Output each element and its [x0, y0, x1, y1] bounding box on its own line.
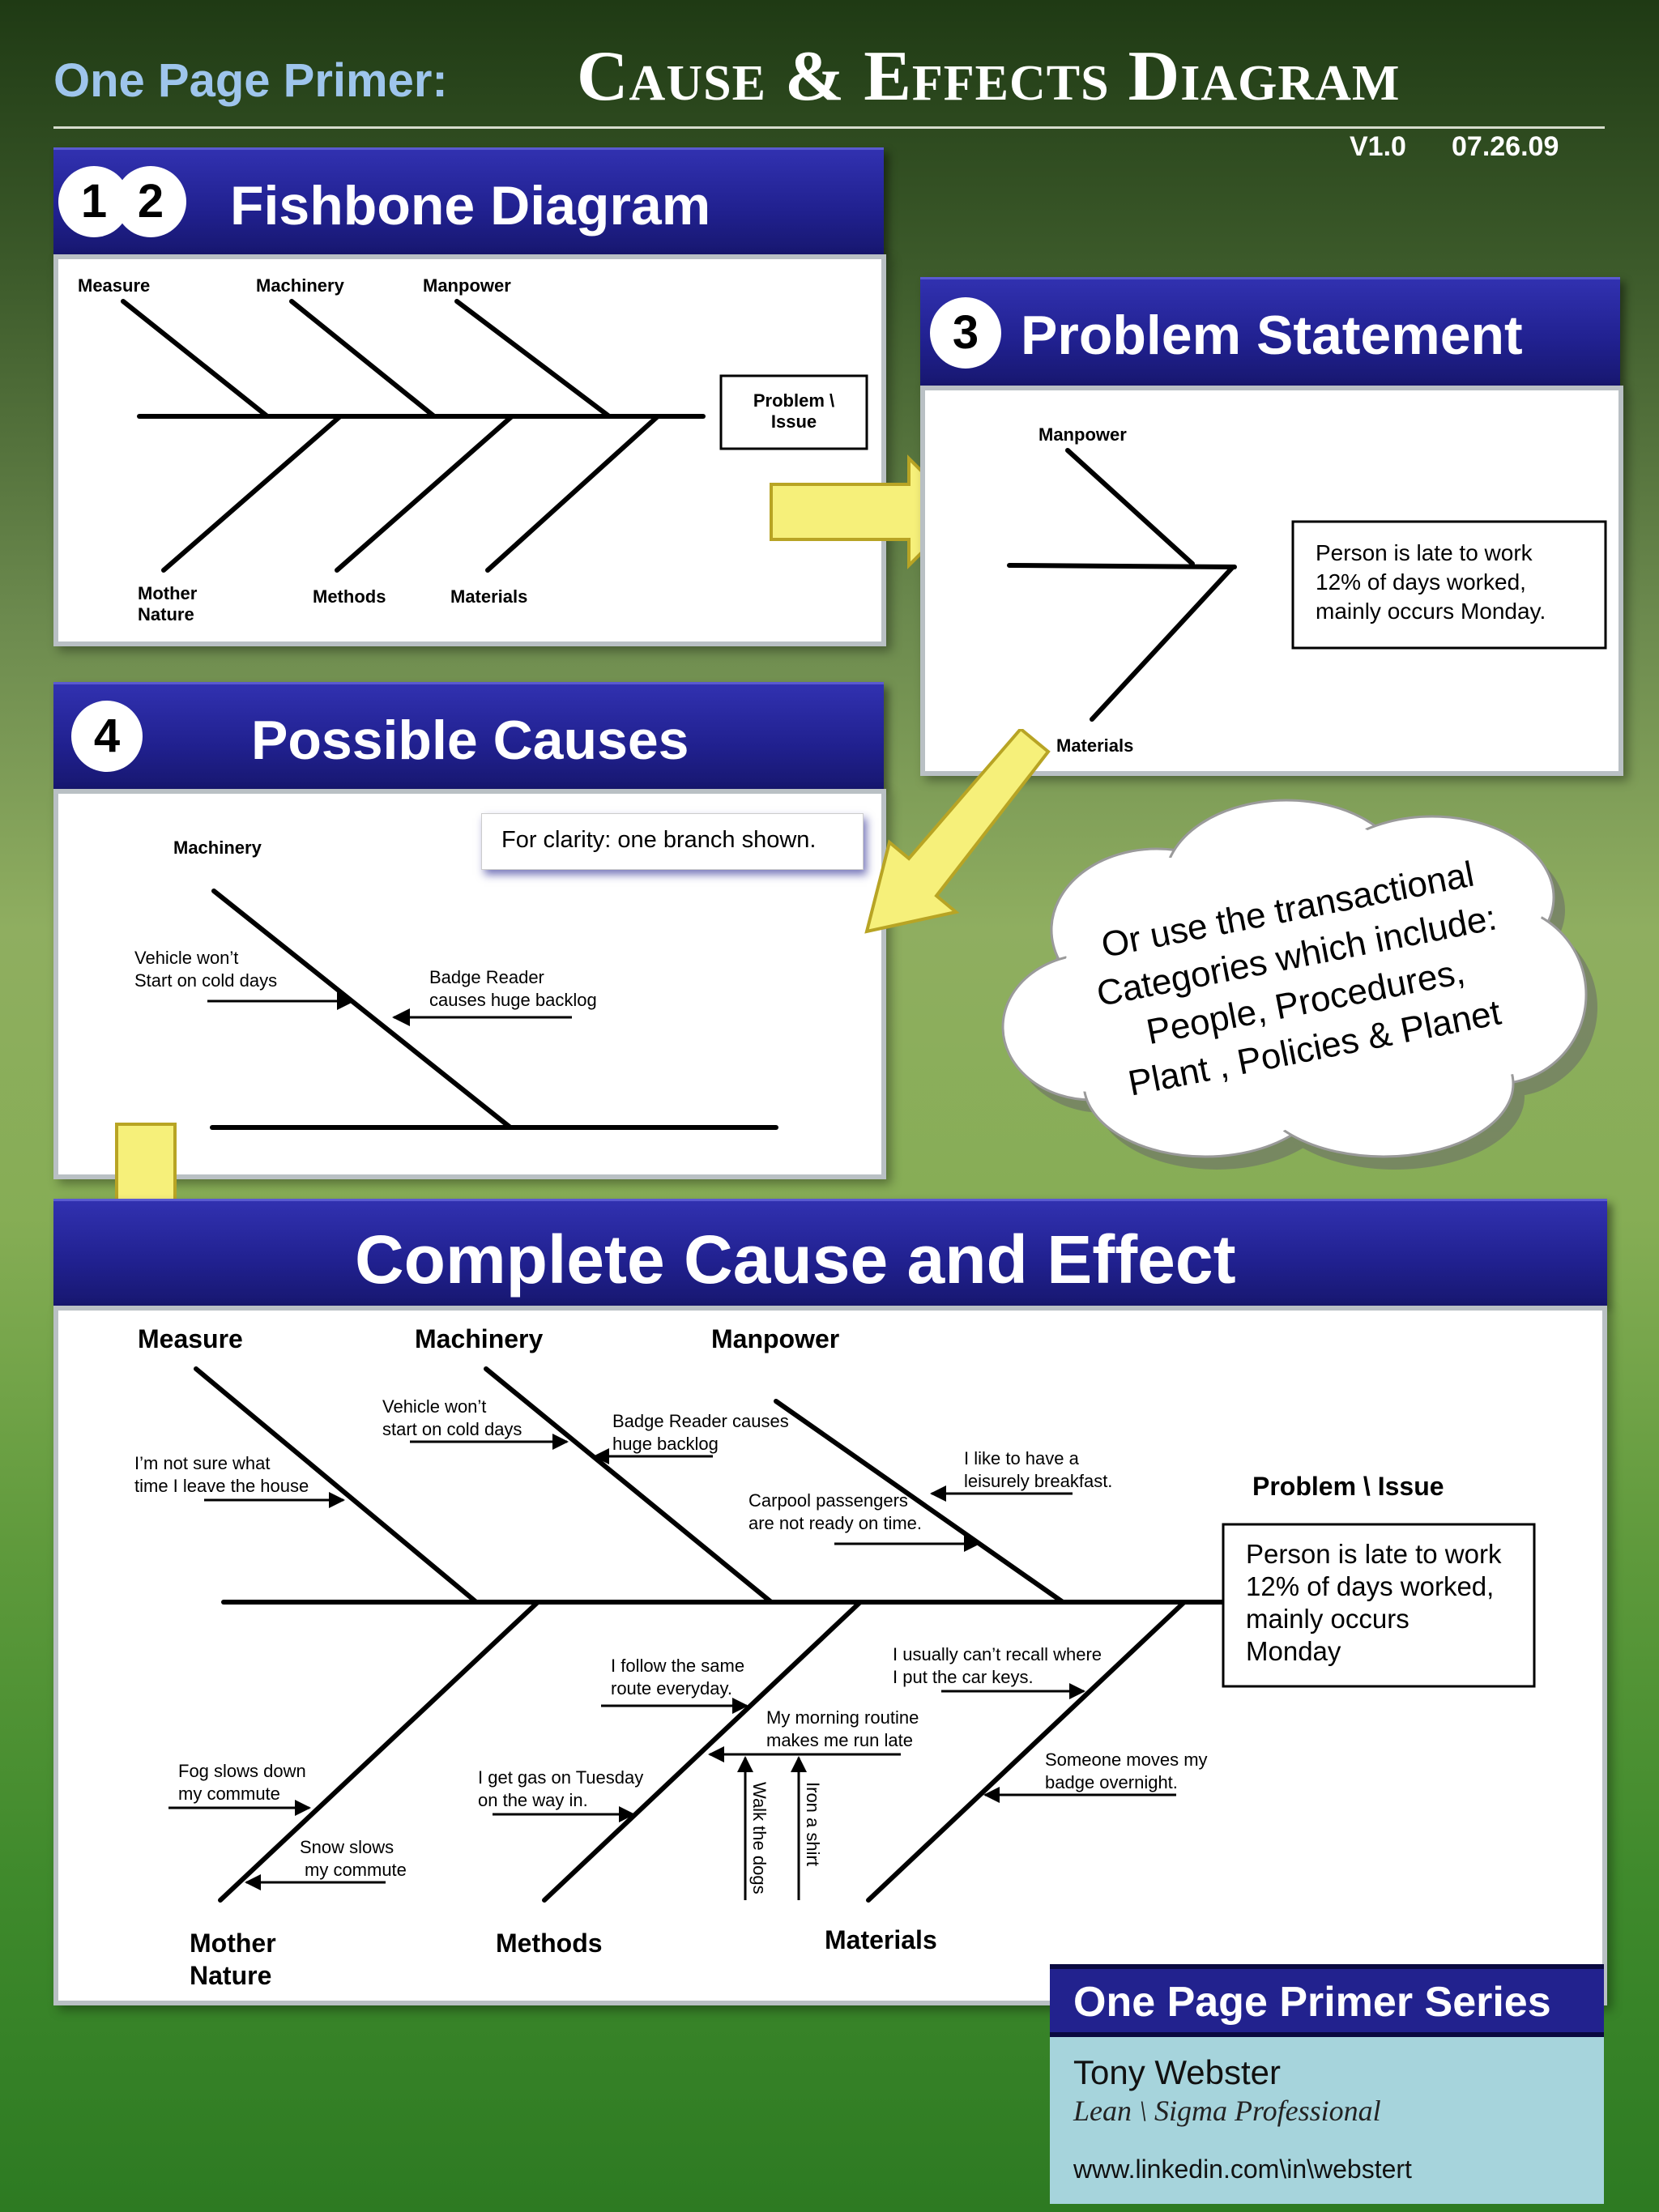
ce-cause-methods-1a: I follow the same — [611, 1656, 744, 1676]
section-problem-title: Problem Statement — [1021, 305, 1523, 366]
ce-cause-machinery-2a: Badge Reader causes — [612, 1411, 789, 1431]
problem-panel: Manpower Materials Person is late to wor… — [920, 386, 1623, 776]
arrow-diagonal — [864, 729, 1051, 934]
clarity-note: For clarity: one branch shown. — [481, 813, 864, 870]
ce-cause-materials-1a: I usually can’t recall where — [893, 1644, 1102, 1664]
pc-label-machinery: Machinery — [173, 837, 262, 858]
header-divider — [53, 126, 1605, 129]
ce-cause-methods-1b: route everyday. — [611, 1678, 732, 1698]
header-title: Cause & Effects Diagram — [577, 37, 1401, 116]
fb-label-measure: Measure — [78, 275, 150, 296]
section-causes-title: Possible Causes — [251, 710, 689, 771]
ce-cause-mother-1a: Fog slows down — [178, 1761, 306, 1781]
author-role: Lean \ Sigma Professional — [1073, 2095, 1381, 2127]
ce-cause-mother-2b: my commute — [305, 1860, 407, 1880]
ce-cause-manpower-1a: I like to have a — [964, 1448, 1080, 1468]
pc-cause-2b: causes huge backlog — [429, 990, 597, 1010]
fb-label-materials: Materials — [450, 586, 527, 607]
ce-label-machinery: Machinery — [415, 1324, 543, 1353]
fishbone-svg: Measure Machinery Manpower Mother Nature… — [78, 275, 868, 624]
fb-label-problem-2: Issue — [771, 411, 817, 432]
series-banner — [1050, 1964, 1604, 2037]
step-number-4: 4 — [71, 701, 143, 772]
fb-label-machinery: Machinery — [256, 275, 345, 296]
ps-statement-2: 12% of days worked, — [1316, 569, 1526, 595]
ce-cause-materials-2b: badge overnight. — [1045, 1772, 1178, 1792]
ce-cause-measure-1b: time I leave the house — [134, 1476, 309, 1496]
ce-label-mother-2: Nature — [190, 1961, 271, 1990]
step-number-2: 2 — [115, 166, 186, 237]
ce-cause-methods-4: Walk the dogs — [749, 1782, 770, 1894]
fb-label-methods: Methods — [313, 586, 386, 607]
causes-svg: Machinery Vehicle won’t Start on cold da… — [134, 837, 778, 1130]
pc-cause-1b: Start on cold days — [134, 970, 277, 991]
ce-cause-methods-3a: My morning routine — [766, 1707, 919, 1728]
fb-label-mother-1: Mother — [138, 583, 198, 603]
fishbone-panel: Measure Machinery Manpower Mother Nature… — [53, 254, 886, 646]
transactional-cloud: Or use the transactional Categories whic… — [1001, 799, 1597, 1170]
ce-cause-materials-2a: Someone moves my — [1045, 1750, 1208, 1770]
series-title: One Page Primer Series — [1073, 1979, 1551, 2026]
problem-svg: Manpower Materials Person is late to wor… — [1007, 424, 1607, 756]
ce-label-materials: Materials — [825, 1925, 937, 1954]
ce-label-measure: Measure — [138, 1324, 243, 1353]
ce-label-mother-1: Mother — [190, 1929, 276, 1958]
ce-problem-4: Monday — [1246, 1636, 1341, 1666]
ps-statement-3: mainly occurs Monday. — [1316, 599, 1546, 624]
section-causes-header: 4 Possible Causes — [53, 682, 884, 790]
ce-cause-methods-2b: on the way in. — [478, 1790, 588, 1810]
section-complete-header: Complete Cause and Effect — [53, 1199, 1607, 1306]
ce-label-problem: Problem \ Issue — [1252, 1472, 1444, 1501]
header-date: 07.26.09 — [1452, 131, 1559, 162]
fb-label-problem-1: Problem \ — [753, 390, 834, 411]
fb-label-mother-2: Nature — [138, 604, 194, 624]
ps-label-materials: Materials — [1056, 735, 1133, 756]
ce-cause-machinery-1b: start on cold days — [382, 1419, 522, 1439]
ce-cause-manpower-2a: Carpool passengers — [748, 1490, 908, 1511]
ce-cause-mother-2a: Snow slows — [300, 1837, 394, 1857]
ce-cause-methods-5: Iron a shirt — [803, 1782, 823, 1866]
step-number-3: 3 — [930, 297, 1001, 369]
ps-label-manpower: Manpower — [1038, 424, 1127, 445]
ce-cause-methods-3b: makes me run late — [766, 1730, 913, 1750]
ce-cause-machinery-1a: Vehicle won’t — [382, 1396, 486, 1417]
ce-cause-mother-1b: my commute — [178, 1784, 280, 1804]
pc-cause-2a: Badge Reader — [429, 967, 544, 987]
section-complete-title: Complete Cause and Effect — [355, 1221, 1236, 1298]
ce-cause-manpower-2b: are not ready on time. — [748, 1513, 922, 1533]
ce-cause-manpower-1b: leisurely breakfast. — [964, 1471, 1112, 1491]
section-fishbone-title: Fishbone Diagram — [230, 175, 711, 237]
header-primer: One Page Primer: — [53, 54, 448, 107]
ce-problem-2: 12% of days worked, — [1246, 1571, 1494, 1601]
author-link[interactable]: www.linkedin.com\in\webstert — [1073, 2154, 1412, 2184]
fb-label-manpower: Manpower — [423, 275, 511, 296]
ce-label-manpower: Manpower — [711, 1324, 839, 1353]
complete-svg: Measure Machinery Manpower Mother Nature… — [134, 1324, 1536, 1990]
complete-panel: Measure Machinery Manpower Mother Nature… — [53, 1306, 1607, 2005]
author-box — [1050, 2037, 1604, 2204]
ce-cause-methods-2a: I get gas on Tuesday — [478, 1767, 643, 1788]
ce-problem-1: Person is late to work — [1246, 1539, 1502, 1569]
ce-label-methods: Methods — [496, 1929, 603, 1958]
pc-cause-1a: Vehicle won’t — [134, 948, 238, 968]
ce-cause-machinery-2b: huge backlog — [612, 1434, 719, 1454]
ce-cause-materials-1b: I put the car keys. — [893, 1667, 1034, 1687]
author-name: Tony Webster — [1073, 2053, 1281, 2091]
section-fishbone-header: 1 2 Fishbone Diagram — [53, 147, 884, 255]
header-version: V1.0 — [1350, 131, 1406, 162]
clarity-note-text: For clarity: one branch shown. — [501, 827, 817, 853]
ps-statement-1: Person is late to work — [1316, 540, 1533, 565]
ce-cause-measure-1a: I’m not sure what — [134, 1453, 271, 1473]
ce-problem-3: mainly occurs — [1246, 1604, 1410, 1634]
section-problem-header: 3 Problem Statement — [920, 277, 1620, 386]
